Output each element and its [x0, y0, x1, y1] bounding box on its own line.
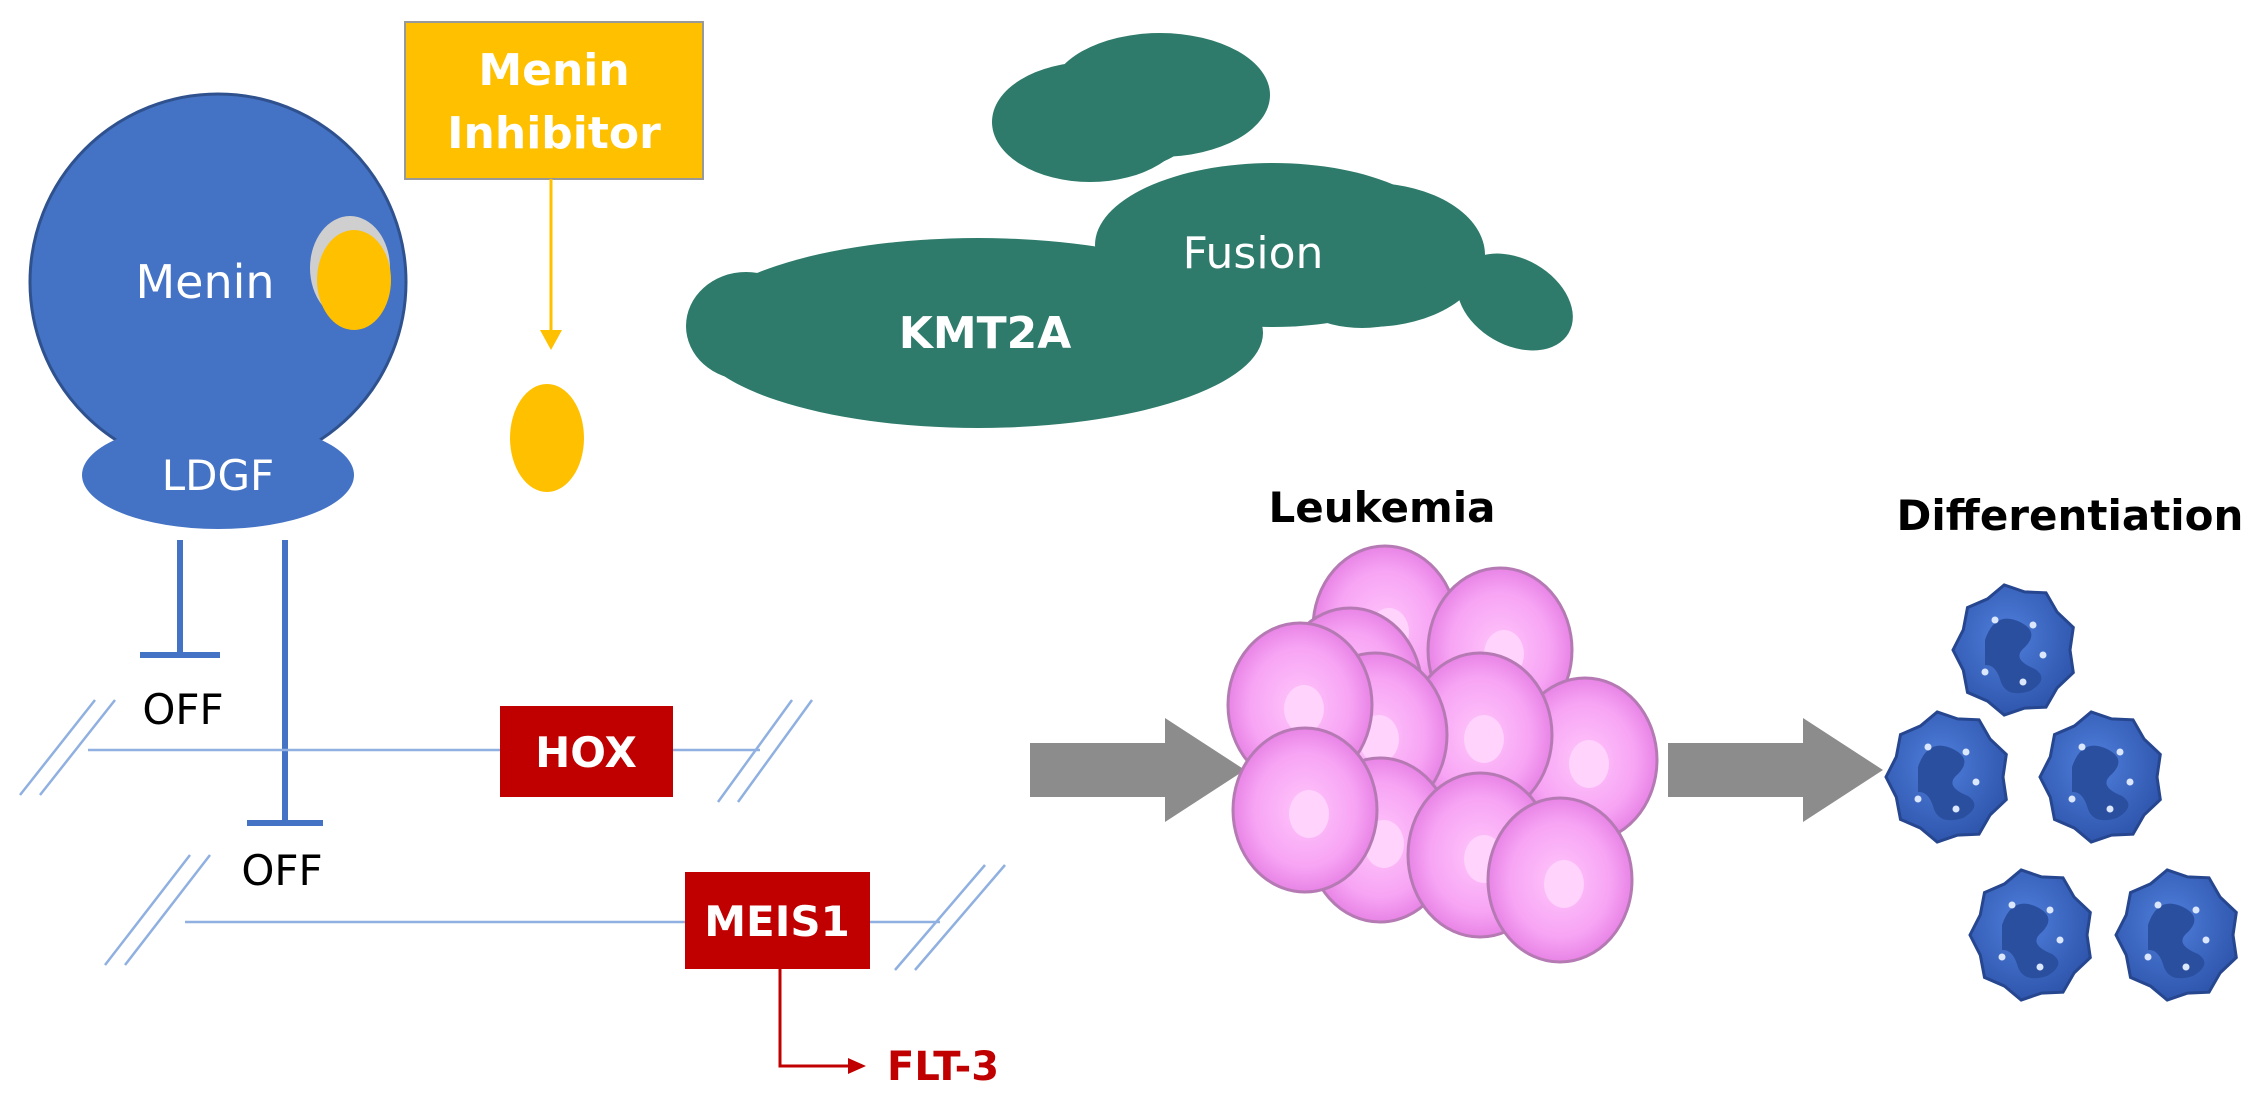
menin-inhibitor-box: [404, 21, 704, 180]
differentiated-cell: [1968, 868, 2092, 1002]
leukemia-title: Leukemia: [1269, 483, 1496, 532]
leukemia-cell: [1486, 796, 1634, 964]
differentiated-cell: [2038, 710, 2162, 844]
leukemia-cell-cluster: [1226, 544, 1659, 964]
differentiation-title: Differentiation: [1897, 491, 2244, 540]
meis1-label: MEIS1: [704, 897, 850, 946]
inhibitor-arrow-head: [540, 330, 562, 350]
flt3-label: FLT-3: [887, 1044, 999, 1090]
off-label-hox: OFF: [142, 685, 223, 734]
ldgf-protein: [82, 421, 354, 529]
leukemia-cell: [1231, 726, 1379, 894]
bound-inhibitor: [317, 230, 391, 330]
menin-complex: Menin LDGF: [28, 92, 408, 529]
menin-inhibitor: Menin Inhibitor: [404, 21, 704, 492]
flt3-arrow: [778, 969, 866, 1074]
ldgf-label: LDGF: [162, 451, 274, 500]
dna-strand-meis1: [104, 854, 1006, 971]
kmt2a-fusion-protein: Fusion KMT2A: [686, 33, 1573, 428]
kmt2a-label: KMT2A: [899, 308, 1072, 359]
differentiated-cell-group: [1884, 583, 2238, 1002]
free-inhibitor: [510, 384, 584, 492]
arrow-to-differentiation: [1668, 718, 1883, 822]
off-label-meis1: OFF: [241, 846, 322, 895]
inhibition-bars: [140, 540, 323, 826]
meis1-gene-box: [685, 872, 870, 969]
menin-inhibitor-label-line2: Inhibitor: [447, 108, 661, 159]
hox-gene-box: [500, 706, 673, 797]
hox-label: HOX: [535, 728, 637, 777]
differentiated-cell: [1951, 583, 2075, 717]
fusion-label: Fusion: [1183, 228, 1324, 279]
dna-strand-hox: [19, 699, 814, 803]
arrow-to-leukemia: [1030, 718, 1245, 822]
differentiated-cell: [1884, 710, 2008, 844]
menin-label: Menin: [135, 255, 274, 309]
menin-inhibitor-label-line1: Menin: [478, 45, 629, 96]
differentiated-cell: [2114, 868, 2238, 1002]
